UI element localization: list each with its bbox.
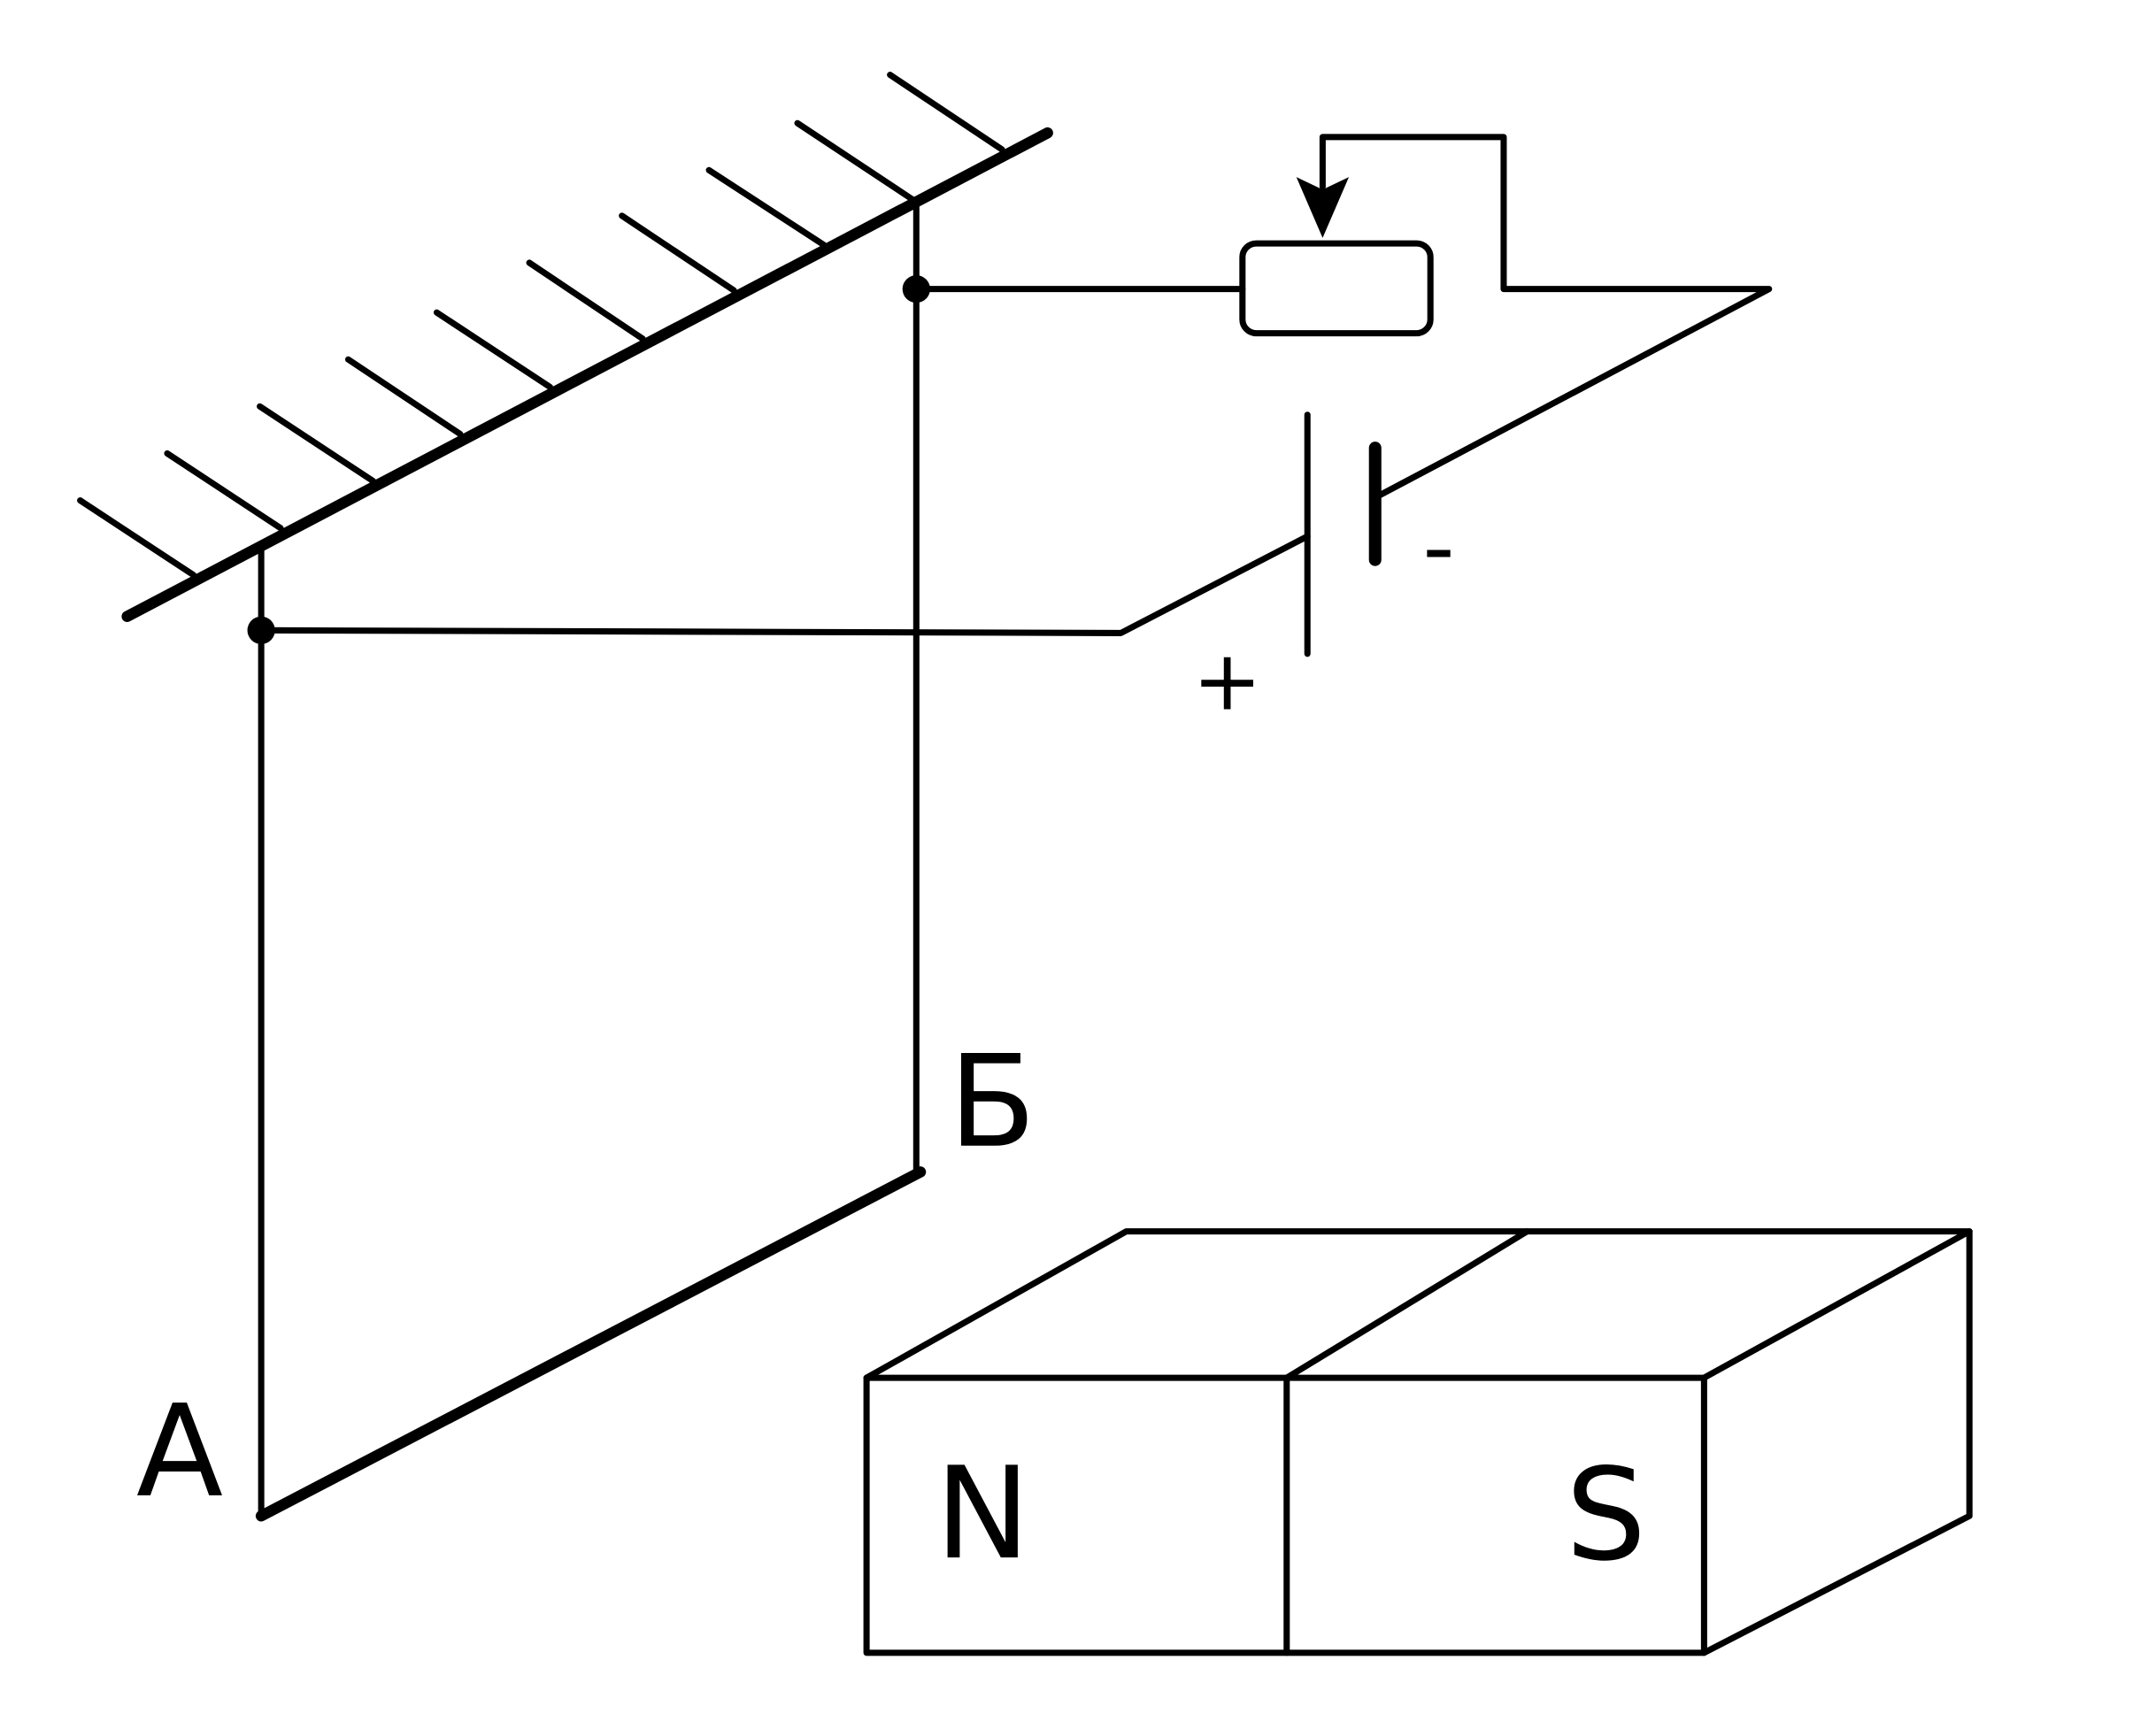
point-a-label: А xyxy=(136,1378,223,1525)
point-b-label: Б xyxy=(949,1028,1036,1176)
rheostat-slider-arrow-icon xyxy=(1296,177,1350,238)
magnet xyxy=(863,1228,1973,1656)
battery-plus-label: + xyxy=(1192,633,1262,729)
wire-to-battery-plus xyxy=(258,533,1311,636)
ceiling-support xyxy=(77,72,1053,622)
hatching xyxy=(77,72,1005,579)
north-pole-label: N xyxy=(936,1440,1030,1587)
wire-battery-minus xyxy=(1319,134,1773,501)
battery-minus-label: - xyxy=(1423,496,1455,599)
south-pole-label: S xyxy=(1566,1441,1646,1589)
rheostat xyxy=(1239,240,1434,337)
conductor-rod xyxy=(255,1166,927,1522)
